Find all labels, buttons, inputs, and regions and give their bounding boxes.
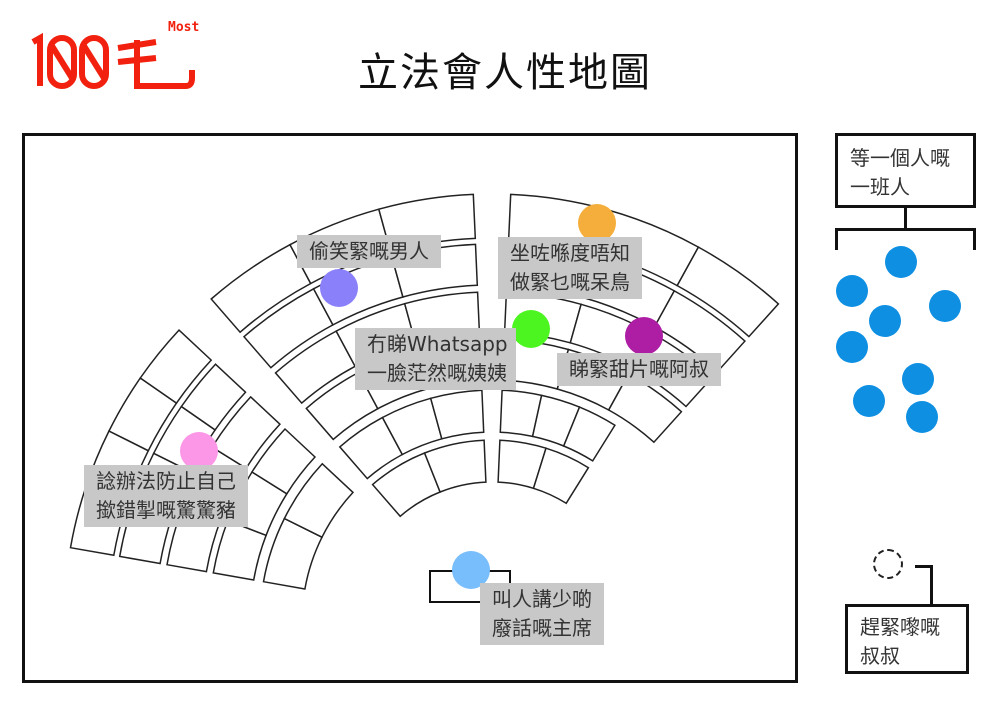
bracket-right	[973, 228, 976, 250]
dazed-bird-marker	[578, 204, 616, 242]
seat	[562, 406, 616, 462]
seat	[139, 329, 213, 405]
late-uncle-connector-v	[930, 565, 933, 606]
seat	[250, 427, 317, 495]
waiting-person-marker	[906, 401, 938, 433]
label-line: 一臉茫然嘅姨姨	[367, 361, 507, 385]
dazed-bird-label: 坐咗喺度唔知 做緊乜嘅呆鳥	[498, 237, 642, 299]
smirking-man-marker	[320, 269, 358, 307]
box-line: 趕緊嚟嘅	[860, 615, 940, 639]
label-line: 撳錯掣嘅驚驚豬	[96, 498, 236, 522]
label-text: 睇緊甜片嘅阿叔	[569, 357, 709, 381]
waiting-person-marker	[836, 331, 868, 363]
photo-uncle-label: 睇緊甜片嘅阿叔	[557, 353, 721, 386]
label-line: 廢話嘅主席	[492, 616, 592, 640]
late-uncle-connector-h	[915, 565, 933, 568]
chair-label: 叫人講少啲 廢話嘅主席	[480, 583, 604, 645]
bracket-stem	[904, 208, 907, 230]
late-uncle-box: 趕緊嚟嘅 叔叔	[845, 604, 969, 674]
label-line: 諗辦法防止自己	[96, 469, 236, 493]
waiting-person-marker	[869, 305, 901, 337]
smirking-man-label: 偷笑緊嘅男人	[297, 235, 441, 268]
pig-marker	[180, 432, 218, 470]
chair-marker	[452, 551, 490, 589]
whatsapp-marker	[512, 310, 550, 348]
logo-100most: Most	[31, 20, 199, 89]
chamber-frame	[22, 133, 798, 683]
photo-uncle-marker	[625, 317, 663, 355]
waiting-person-marker	[853, 385, 885, 417]
late-uncle-marker	[873, 549, 903, 579]
seat	[423, 439, 487, 493]
bracket-left	[835, 228, 838, 250]
page-title: 立法會人性地圖	[358, 50, 652, 96]
seat	[211, 395, 281, 470]
waiting-person-marker	[929, 290, 961, 322]
waiting-person-marker	[836, 275, 868, 307]
waiting-person-marker	[885, 246, 917, 278]
label-text: 偷笑緊嘅男人	[309, 239, 429, 263]
seat	[532, 447, 590, 505]
label-line: 做緊乜嘅呆鳥	[510, 270, 630, 294]
label-line: 坐咗喺度唔知	[510, 241, 630, 265]
bracket-bar	[835, 228, 976, 231]
seat	[429, 389, 485, 440]
seat	[283, 462, 355, 539]
seat	[676, 246, 780, 338]
pig-label: 諗辦法防止自己 撳錯掣嘅驚驚豬	[84, 465, 248, 527]
box-line: 等一個人嘅	[850, 146, 950, 170]
box-line: 叔叔	[860, 644, 900, 668]
label-line: 冇睇Whatsapp	[367, 332, 508, 356]
whatsapp-label: 冇睇Whatsapp 一臉茫然嘅姨姨	[355, 328, 516, 390]
svg-text:Most: Most	[168, 20, 199, 35]
seat	[180, 363, 247, 431]
waiting-person-marker	[902, 363, 934, 395]
label-line: 叫人講少啲	[492, 587, 592, 611]
box-line: 一班人	[850, 175, 910, 199]
waiting-group-box: 等一個人嘅 一班人	[835, 133, 976, 208]
